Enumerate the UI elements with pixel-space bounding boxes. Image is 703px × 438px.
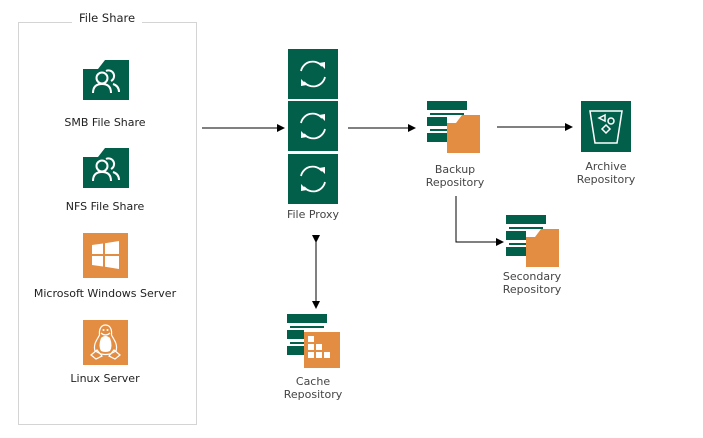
- archive-line2: Repository: [576, 173, 636, 186]
- windows-icon: [83, 233, 128, 281]
- backup-repository-icon: [427, 101, 481, 156]
- secondary-line2: Repository: [502, 283, 562, 296]
- cache-line1: Cache: [295, 375, 331, 388]
- archive-repository-icon: [581, 101, 631, 155]
- smb-share-icon: [83, 60, 129, 103]
- backup-line1: Backup: [434, 163, 476, 176]
- cache-line2: Repository: [283, 388, 343, 401]
- file-proxy-icon-3: [288, 154, 338, 207]
- archive-repository-label: Archive Repository: [556, 160, 656, 186]
- backup-line2: Repository: [425, 176, 485, 189]
- cache-repository-label: Cache Repository: [263, 375, 363, 401]
- cache-repository-icon: [287, 314, 341, 371]
- backup-repository-label: Backup Repository: [405, 163, 505, 189]
- file-proxy-icon-1: [288, 49, 338, 102]
- linux-server-label: Linux Server: [70, 372, 140, 385]
- windows-server-label: Microsoft Windows Server: [33, 287, 177, 300]
- secondary-line1: Secondary: [502, 270, 562, 283]
- nfs-share-icon: [83, 148, 129, 191]
- secondary-repository-icon: [506, 215, 560, 270]
- smb-share-label: SMB File Share: [64, 116, 146, 129]
- secondary-repository-label: Secondary Repository: [482, 270, 582, 296]
- sync-arrows-icon: [300, 60, 326, 88]
- file-proxy-icon-2: [288, 101, 338, 154]
- linux-tux-icon: [83, 320, 128, 368]
- file-share-group-title: File Share: [72, 11, 143, 25]
- file-proxy-label: File Proxy: [286, 208, 340, 221]
- nfs-share-label: NFS File Share: [65, 200, 145, 213]
- sync-arrows-icon: [300, 165, 326, 193]
- sync-arrows-icon: [300, 112, 326, 140]
- arrow-backup-to-secondary: [455, 196, 504, 246]
- archive-line1: Archive: [585, 160, 627, 173]
